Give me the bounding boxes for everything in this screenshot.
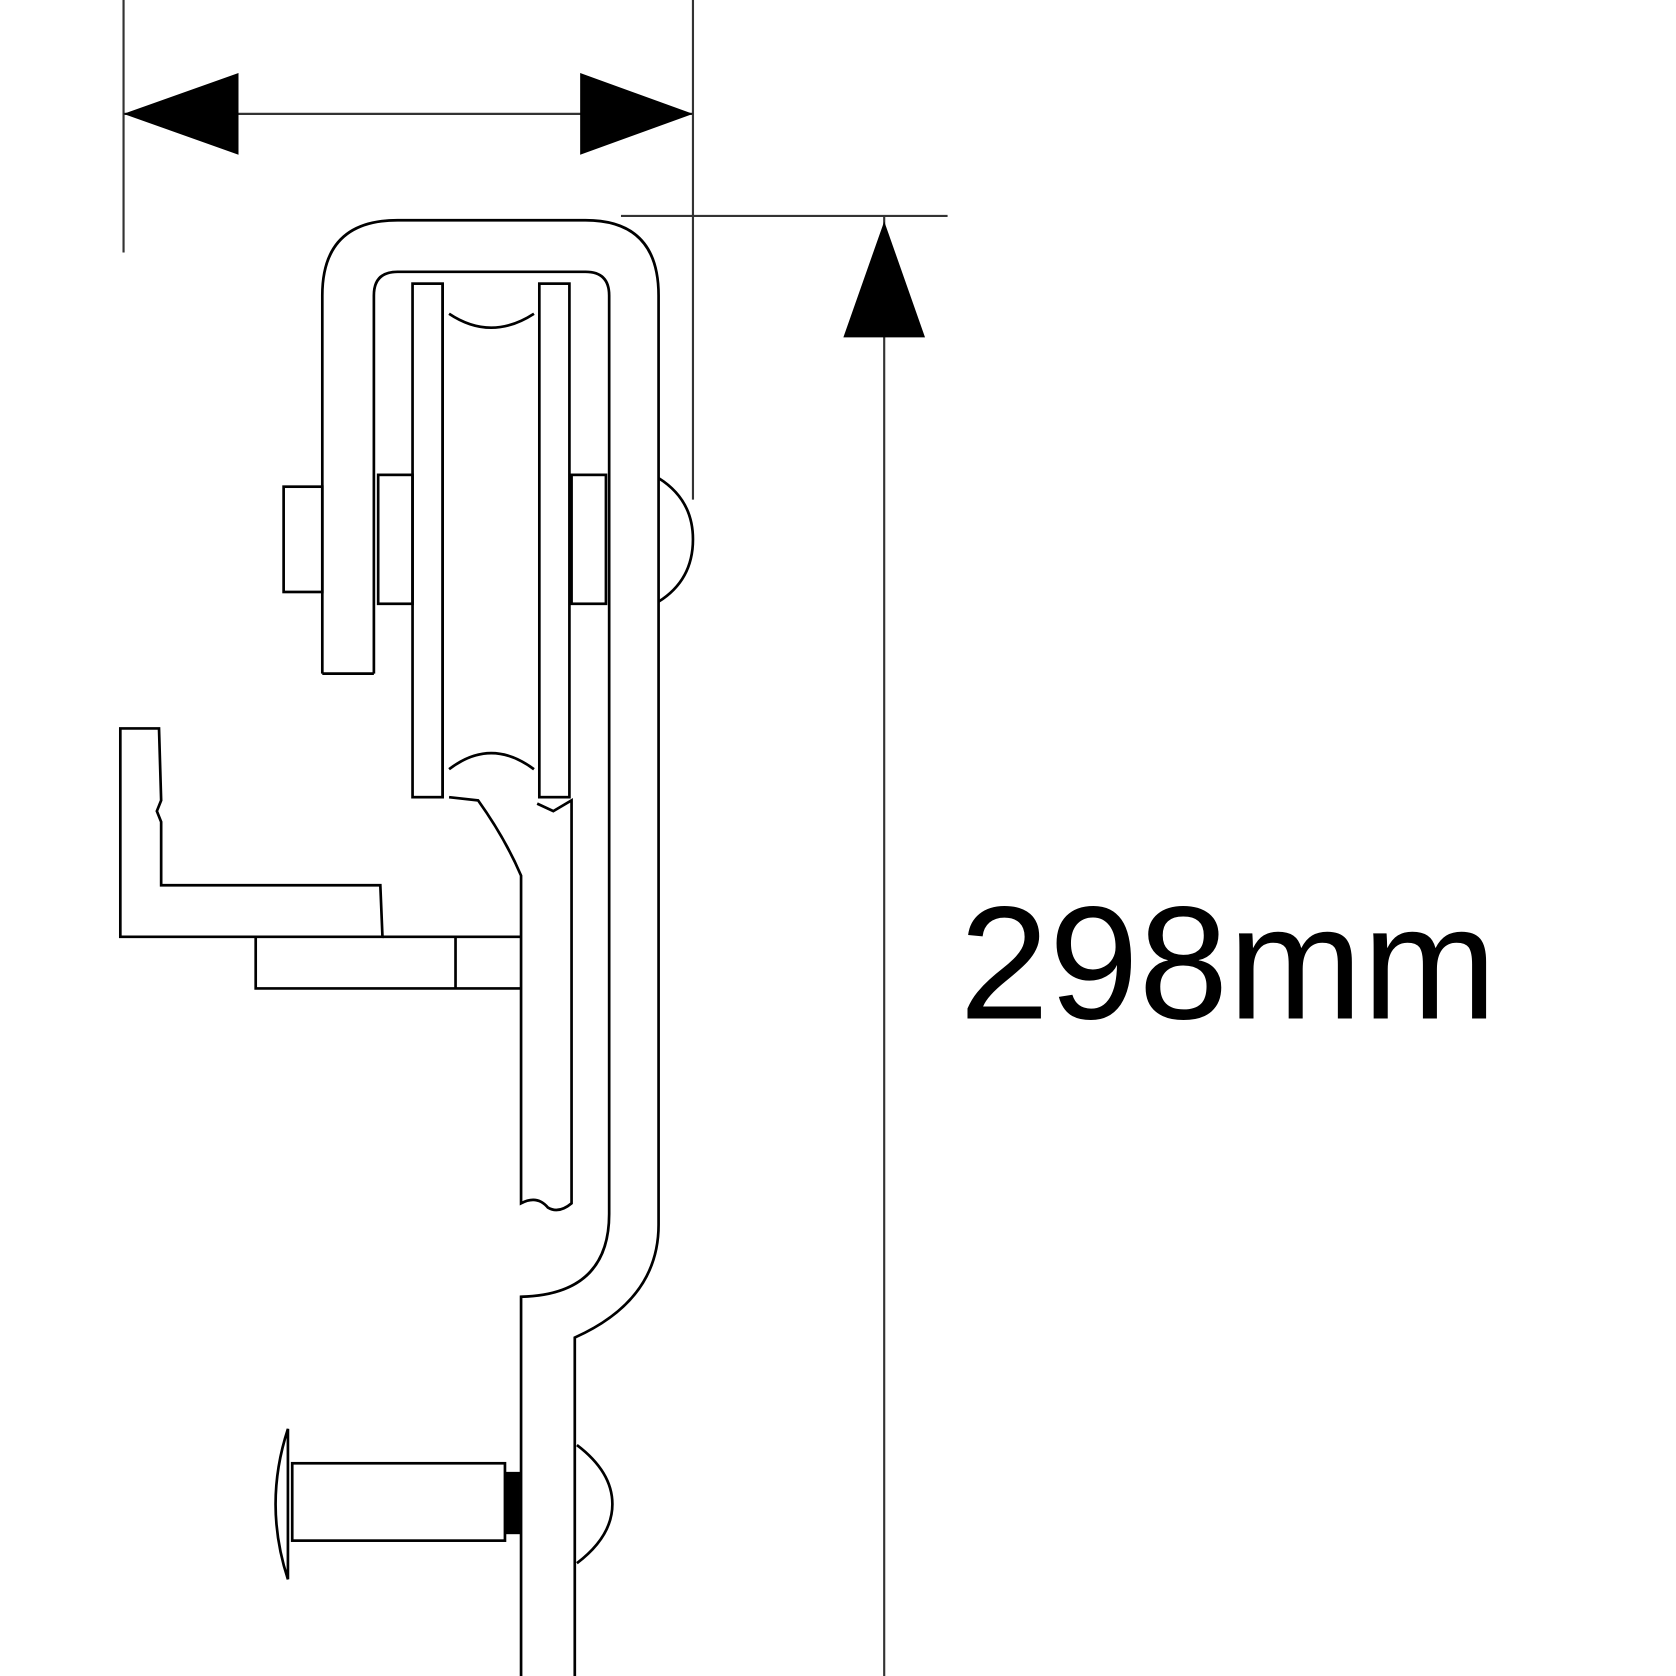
mounting-bolt: [274, 1428, 614, 1580]
height-dimension-label: 298mm: [959, 873, 1496, 1053]
arrow-left-icon: [123, 73, 239, 155]
wall-bracket: [118, 727, 522, 990]
roller-wheel: [282, 282, 695, 799]
height-dimension: 298mm: [620, 214, 1497, 1676]
hanger-plate: [448, 795, 573, 1212]
arrow-up-icon: [843, 221, 926, 338]
width-dimension: [122, 0, 695, 500]
track-profile: [320, 218, 660, 1676]
arrow-right-icon: [580, 73, 693, 155]
